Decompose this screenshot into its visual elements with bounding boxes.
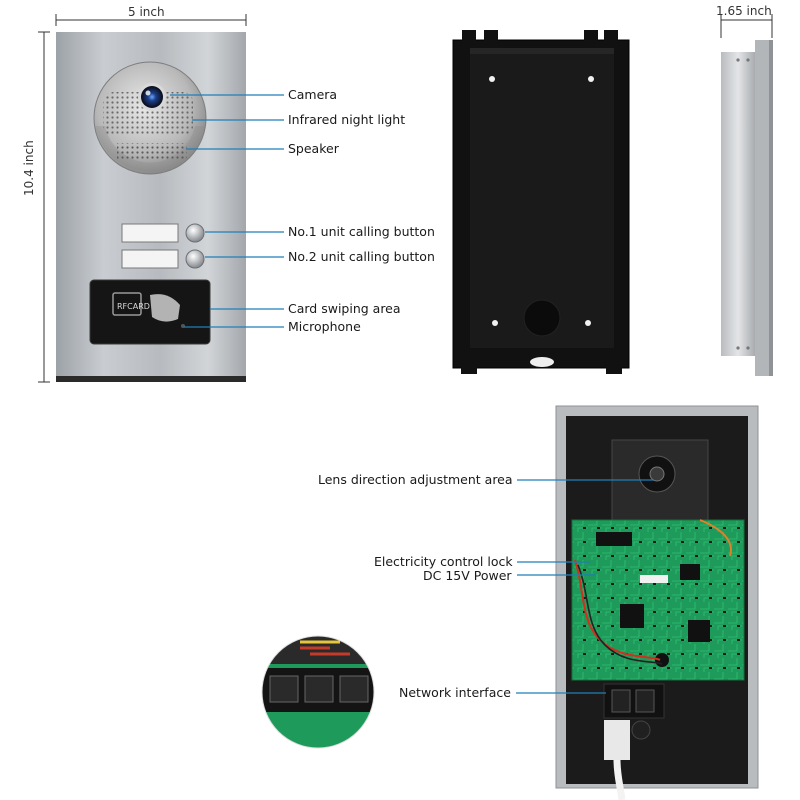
side-profile (721, 40, 773, 376)
height-dimension (38, 31, 50, 383)
lens-adjust-knob-icon (649, 466, 665, 482)
network-inset (261, 635, 375, 749)
front-panel (56, 32, 246, 382)
label-button-1: No.1 unit calling button (288, 224, 435, 239)
height-label: 10.4 inch (22, 140, 36, 196)
rfcard-text: RFCARD (117, 302, 150, 311)
label-button-2: No.2 unit calling button (288, 249, 435, 264)
rj-port-3-icon (339, 675, 369, 703)
depth-dimension (720, 14, 773, 38)
leader-lines (170, 94, 654, 694)
internal-view (555, 405, 759, 800)
label-infrared: Infrared night light (288, 112, 406, 127)
label-card-area: Card swiping area (288, 301, 401, 316)
label-camera: Camera (288, 87, 338, 102)
call-button-2-icon (185, 249, 205, 269)
back-box (452, 30, 630, 374)
call-button-1-icon (185, 223, 205, 243)
width-dimension (55, 14, 247, 26)
label-network: Network interface (399, 685, 511, 700)
camera-lens-icon (141, 86, 163, 108)
label-speaker: Speaker (288, 141, 339, 156)
hand-card-icon (150, 294, 180, 322)
rj-port-1-icon (269, 675, 299, 703)
label-microphone: Microphone (288, 319, 361, 334)
depth-label: 1.65 inch (716, 4, 772, 18)
label-lock: Electricity control lock (374, 554, 513, 569)
width-label: 5 inch (128, 5, 165, 19)
label-power: DC 15V Power (423, 568, 512, 583)
rj-port-2-icon (304, 675, 334, 703)
label-lens-adjust: Lens direction adjustment area (318, 472, 513, 487)
